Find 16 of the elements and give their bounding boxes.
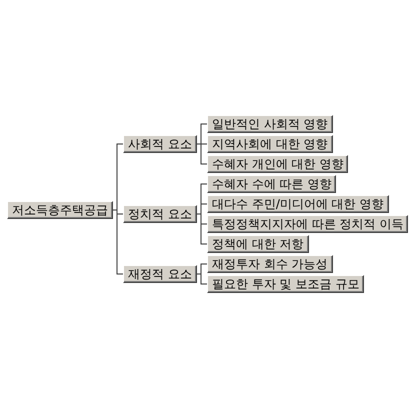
category-box: 정치적 요소 — [123, 205, 197, 223]
root-box: 저소득층주택공급 — [7, 201, 113, 219]
factor-box: 정책에 대한 저항 — [207, 235, 309, 253]
category-box: 사회적 요소 — [123, 135, 197, 153]
factor-box: 수혜자 수에 따른 영향 — [207, 175, 336, 193]
factor-box: 재정투자 회수 가능성 — [207, 255, 333, 273]
factor-box: 대다수 주민/미디어에 대한 영향 — [207, 195, 388, 213]
connector-line — [196, 214, 208, 244]
category-box: 재정적 요소 — [123, 265, 197, 283]
factor-box: 수혜자 개인에 대한 영향 — [207, 155, 348, 173]
factor-box: 지역사회에 대한 영향 — [207, 135, 333, 153]
factor-box: 일반적인 사회적 영향 — [207, 115, 333, 133]
factor-box: 필요한 투자 및 보조금 규모 — [207, 275, 364, 293]
connector-line — [196, 144, 208, 164]
connector-line — [196, 274, 208, 284]
factor-box: 특정정책지지자에 따른 정치적 이득 — [207, 215, 408, 233]
